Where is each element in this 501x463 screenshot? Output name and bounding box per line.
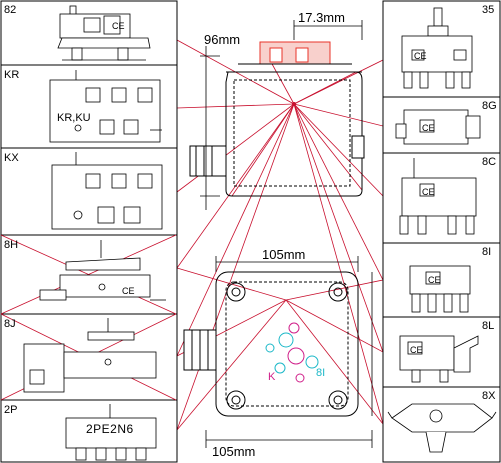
product-82-drawing [57, 5, 151, 61]
ray-line [293, 103, 384, 281]
product-8j-drawing [23, 318, 157, 393]
panel-8l-code: 8L [482, 320, 495, 332]
product-35-drawing [401, 7, 473, 89]
panel-2p-code: 2P [4, 404, 18, 416]
enclosure-top-view [183, 256, 373, 448]
dim-side-width: 105mm [212, 444, 256, 459]
product-8g-drawing [395, 109, 481, 145]
ce-mark-82: CE [112, 21, 125, 31]
ray-line [285, 299, 384, 353]
panel-8g-code: 8G [482, 100, 497, 112]
ce-mark-35: CE [414, 51, 427, 61]
mounting-hole-markings [265, 322, 319, 383]
ray-line [285, 299, 384, 425]
product-2p-drawing [65, 404, 157, 461]
ce-mark-8i: CE [428, 275, 441, 285]
panel-kx-code: KX [4, 152, 19, 164]
product-kr-drawing [49, 70, 162, 143]
product-kx-drawing [51, 152, 163, 230]
panel-8i-code: 8I [482, 246, 492, 258]
ray-line [176, 299, 287, 431]
center-letter-k: K [268, 371, 276, 383]
product-8h-drawing [39, 240, 166, 301]
ray-line [231, 103, 295, 197]
ray-line [293, 103, 384, 353]
center-code-8i: 8I [316, 367, 326, 379]
panel-kr-code: KR [4, 69, 20, 81]
product-8i-drawing [409, 265, 471, 313]
ray-line [176, 103, 295, 357]
ray-line [176, 103, 295, 109]
panel-82-code: 82 [4, 4, 17, 16]
panel-35-code: 35 [482, 4, 495, 16]
dim-cap-width: 17.3mm [298, 10, 345, 25]
panel-8c-code: 8C [482, 156, 497, 168]
panel-8h-code: 8H [4, 239, 19, 251]
product-8x-drawing [387, 403, 497, 453]
ray-line [293, 103, 384, 197]
left-panel-column [0, 0, 178, 463]
ce-mark-8h: CE [122, 286, 135, 296]
corner-screws [226, 282, 348, 410]
radiating-lines [176, 39, 384, 431]
panel-kr-inner-label: KR,KU [57, 112, 91, 124]
ray-line [293, 103, 363, 191]
product-8c-drawing [399, 158, 477, 235]
panel-8x-code: 8X [482, 390, 496, 402]
enclosure-side-section [189, 20, 365, 210]
ray-line [176, 103, 295, 431]
panel-2p-model-text: 2PE2N6 [86, 422, 134, 436]
product-8l-drawing [399, 335, 479, 383]
ce-mark-8l: CE [410, 345, 423, 355]
dim-top-width: 105mm [262, 247, 306, 262]
ray-line [293, 71, 357, 105]
dim-box-height: 96mm [204, 32, 241, 47]
panel-8j-code: 8J [4, 318, 16, 330]
ray-hub [292, 102, 296, 106]
ce-mark-8g: CE [422, 123, 435, 133]
ce-mark-8c: CE [422, 187, 435, 197]
ray-line [293, 103, 384, 425]
ray-line [293, 103, 384, 127]
ray-line [176, 103, 295, 193]
